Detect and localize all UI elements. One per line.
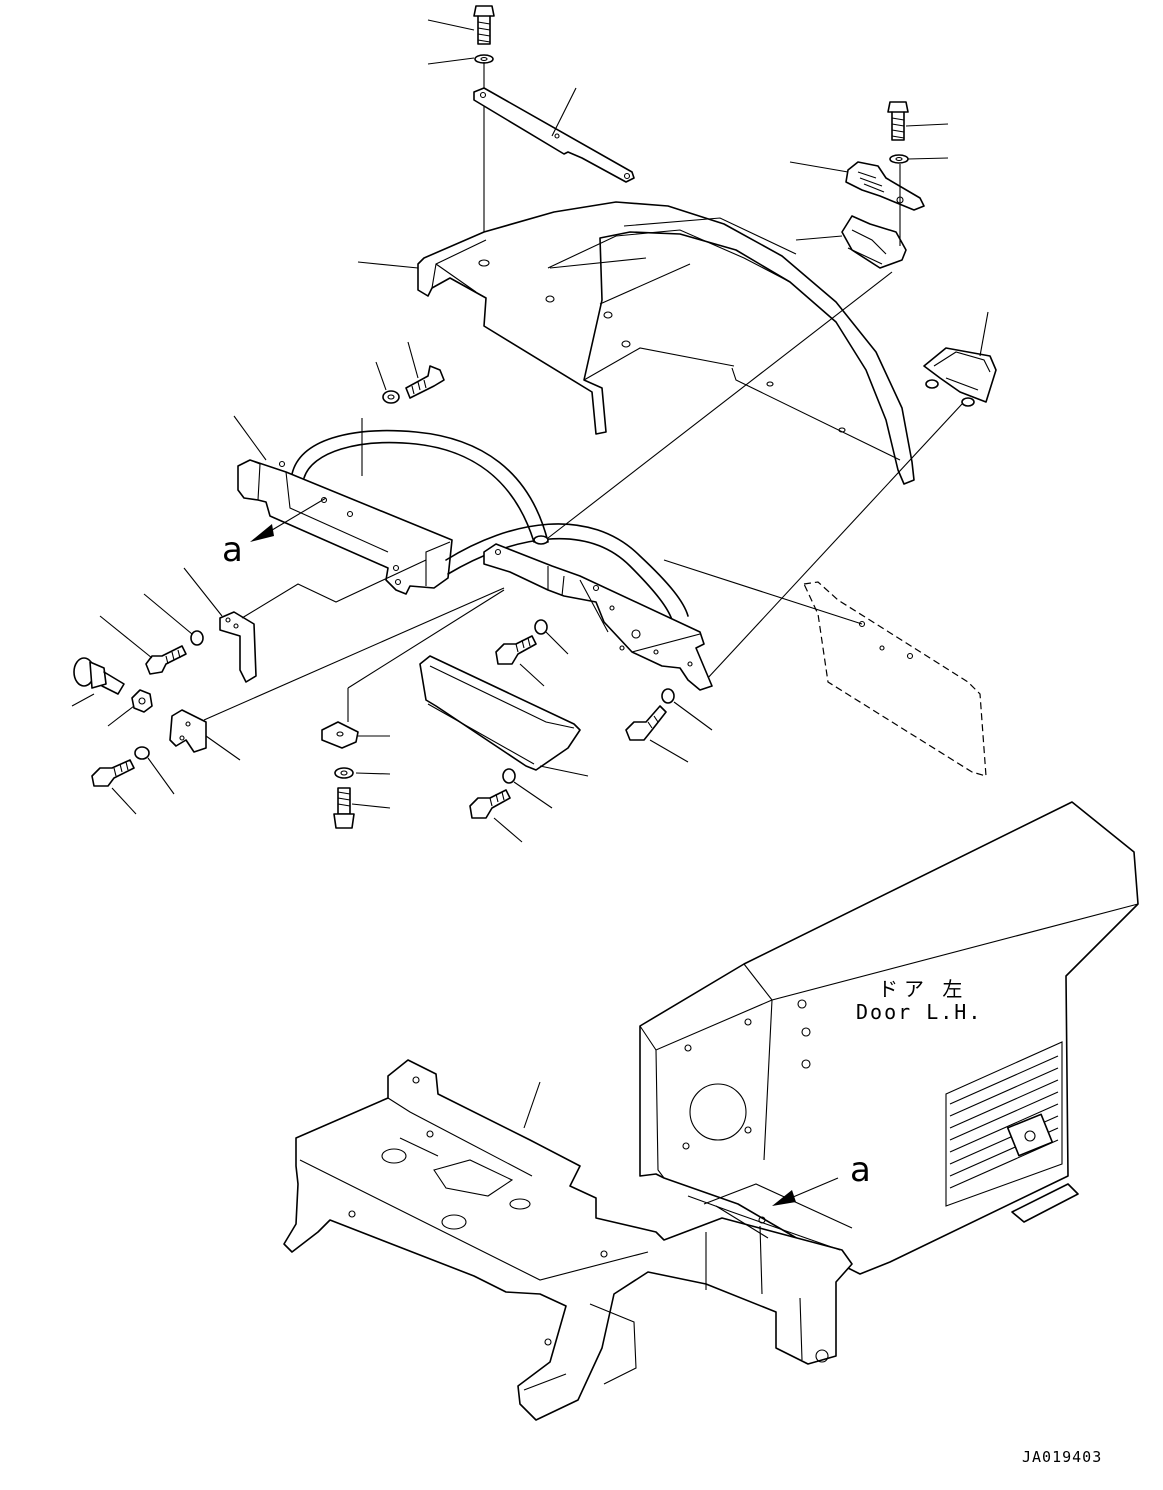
washer-left-2 [134,746,175,795]
view-arrow-upper [250,497,327,542]
door-label-japanese: ドア 左 [878,977,969,1001]
bolt-center-1 [495,635,545,687]
cover-plate-lower [419,655,589,777]
callout-label-lower: a [850,1150,871,1190]
latch-assembly [845,161,925,211]
revolving-frame [283,1059,853,1421]
top-bolt [473,5,495,45]
leader-lines-top [427,19,485,232]
bolt-left-2 [91,759,137,815]
nut-left [107,689,153,727]
leader-frame [233,415,267,461]
bolt-center-2 [469,789,523,843]
washer-center [334,767,391,779]
flange-bolt [71,657,125,707]
bolt-center-vertical [333,787,391,829]
latch-bracket [841,215,907,269]
bolt-right-lower [625,705,689,763]
square-nut [321,721,390,749]
door-label-english: Door L.H. [856,1000,983,1024]
bolt-left-1 [99,615,187,675]
left-bracket-lower [169,587,505,761]
view-arrow-lower [772,1177,839,1206]
right-frame-bracket [483,543,713,691]
leader-fender [357,261,419,269]
top-plate [473,87,635,183]
frame-handrail [237,429,689,621]
bolt-small-upper [405,341,445,399]
door-panel-phantom [663,559,987,777]
washer-center-2 [502,768,553,809]
right-washer [889,154,909,164]
fender-cover [417,201,915,485]
top-washer [474,54,494,64]
right-bolt [887,101,909,141]
washer-right-lower [661,688,713,731]
left-bracket-upper [183,559,427,683]
callout-label-upper: a [222,530,243,570]
leader-lines-right [547,123,949,539]
door-housing [639,801,1139,1275]
u-handle [705,311,997,681]
leader-center-d [347,589,505,689]
washer-left-1 [143,593,204,646]
drawing-reference-number: JA019403 [1022,1448,1103,1466]
washer-small [375,361,400,404]
washer-center-1 [534,619,569,655]
